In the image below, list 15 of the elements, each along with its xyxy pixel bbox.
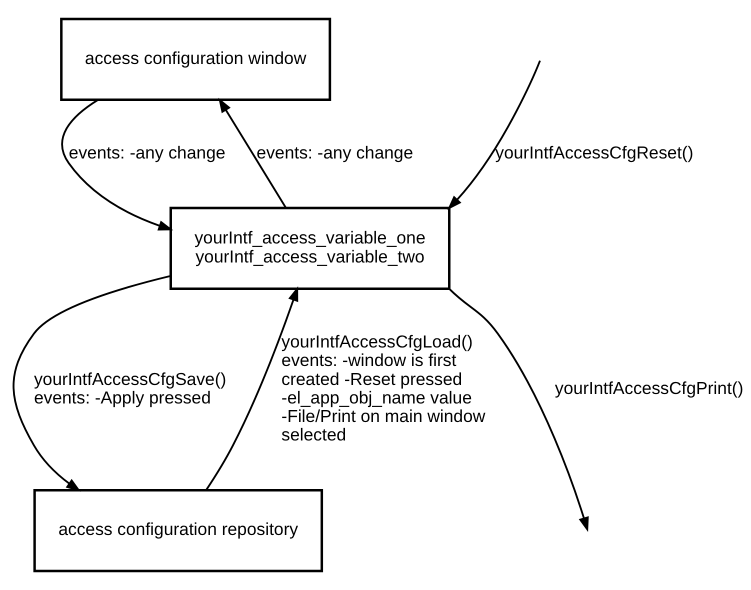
edge-label: yourIntfAccessCfgPrint() (554, 378, 744, 398)
edge-label: yourIntfAccessCfgSave() events: -Apply pressed (34, 368, 226, 408)
edge-label: events: -any change (68, 142, 226, 162)
arrow (206, 286, 298, 490)
edge-label: events: -any change (256, 142, 414, 162)
edge-label: yourIntfAccessCfgReset() (495, 142, 694, 162)
node-box: access configuration window (60, 18, 332, 102)
node-box: yourIntf_access_variable_one yourIntf_access_variable_two (170, 206, 450, 290)
node-box: access configuration repository (33, 488, 324, 572)
arrow (61, 99, 174, 231)
edge-label: yourIntfAccessCfgLoad() events: -window is first created -Reset pressed -el_app_obj_name value -File/Print on main window selected (281, 331, 486, 445)
arrow (448, 288, 589, 532)
arrow (12, 275, 171, 492)
arrow (447, 60, 541, 210)
arrow (218, 98, 287, 208)
